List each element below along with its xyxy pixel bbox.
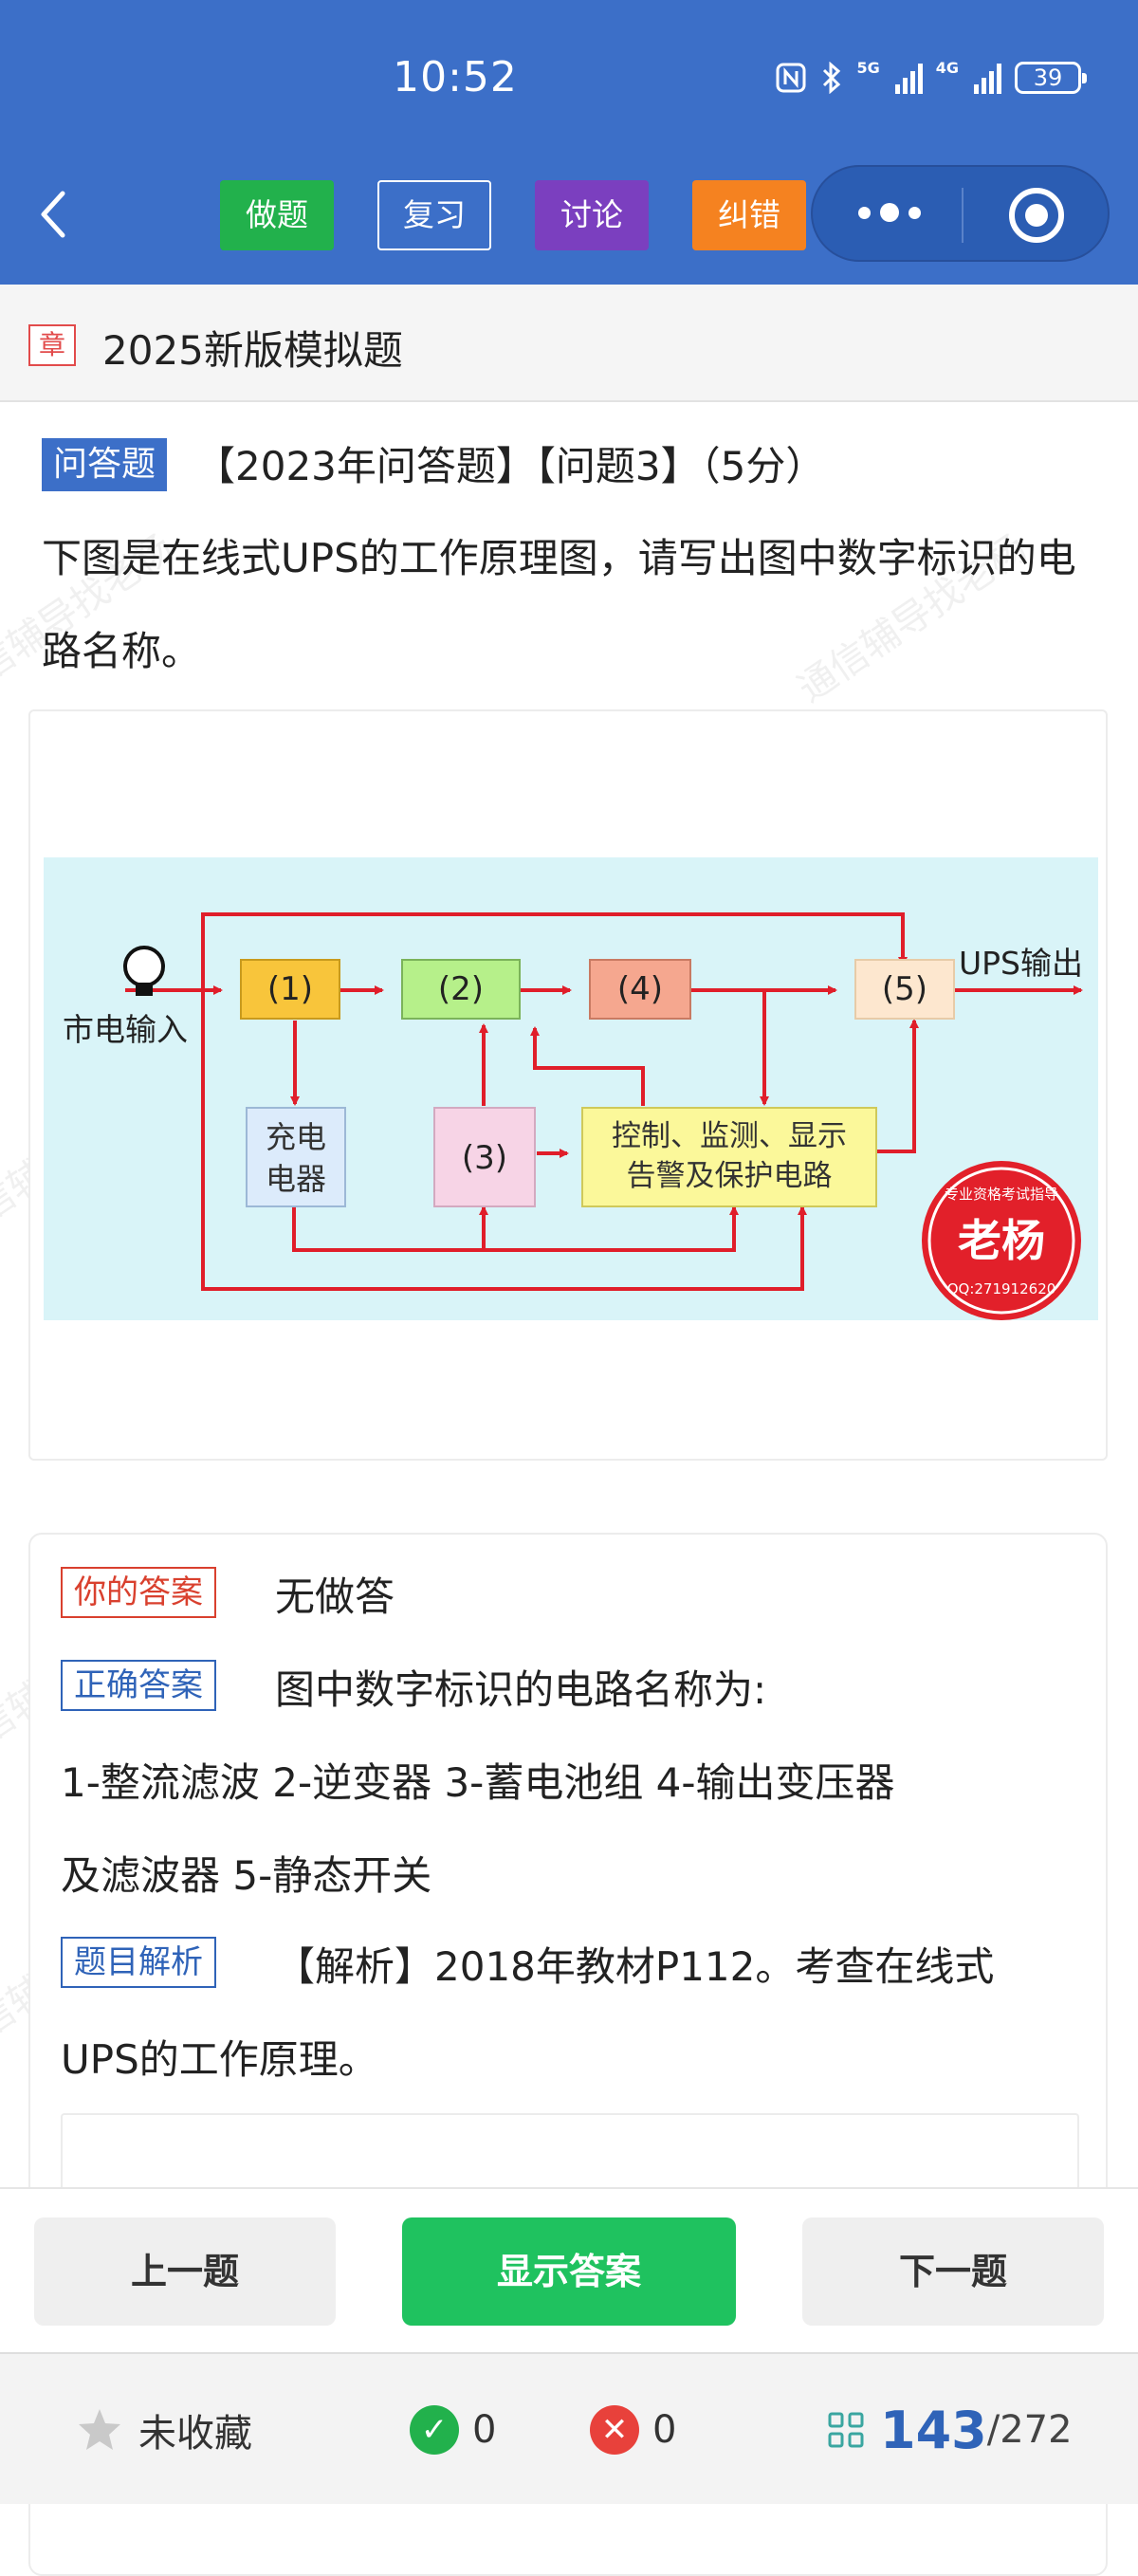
your-answer-value: 无做答 xyxy=(275,1573,395,1620)
chapter-badge: 章 xyxy=(28,324,76,366)
question-image-frame: 市电输入 UPS输出 (1) (2) (4) (5) 充电 电器 (3) 控制、… xyxy=(28,709,1108,1461)
diagram-input-label: 市电输入 xyxy=(63,1011,188,1048)
diagram-box-4-label: (4) xyxy=(617,970,663,1008)
diagram-box-2-label: (2) xyxy=(438,970,484,1008)
diagram-box-5 xyxy=(854,959,955,1020)
question-progress[interactable]: 143 /272 xyxy=(827,2400,1073,2460)
diagram-box-2 xyxy=(401,959,521,1020)
diagram-output-label: UPS输出 xyxy=(959,945,1083,982)
stamp-seal: 老杨 专业资格考试指导 QQ:271912620 xyxy=(922,1161,1081,1320)
show-answer-button[interactable]: 显示答案 xyxy=(402,2217,736,2326)
footer-bar: 未收藏 ✓ 0 ✕ 0 143 /272 xyxy=(0,2352,1138,2504)
diagram-charger-line1: 充电 xyxy=(266,1119,326,1155)
bulb-icon xyxy=(123,946,165,996)
nfc-icon xyxy=(776,63,806,93)
stamp-text: 老杨 xyxy=(958,1215,1045,1266)
correct-answer-line3: 及滤波器 5-静态开关 xyxy=(61,1852,432,1899)
analysis-line2: UPS的工作原理。 xyxy=(61,2036,378,2083)
capsule-divider xyxy=(962,188,964,243)
chapter-title: 2025新版模拟题 xyxy=(102,327,403,374)
grid-icon xyxy=(828,2412,864,2448)
diagram-box-1-label: (1) xyxy=(267,970,313,1008)
wrong-count: ✕ 0 xyxy=(590,2401,676,2458)
correct-count-value: 0 xyxy=(472,2408,497,2452)
favorite-label: 未收藏 xyxy=(138,2412,252,2456)
star-icon xyxy=(79,2409,120,2450)
diagram-box-1 xyxy=(240,959,340,1020)
network-5g-label: 5G xyxy=(856,59,880,77)
diagram-control-line1: 控制、监测、显示 xyxy=(612,1119,847,1153)
action-bar: 上一题 显示答案 下一题 xyxy=(0,2187,1138,2352)
diagram-charger-box xyxy=(246,1107,346,1207)
signal-4g-icon xyxy=(974,62,1001,94)
question-type-badge: 问答题 xyxy=(42,438,168,491)
target-circle-icon[interactable] xyxy=(1009,188,1064,243)
status-icons: 5G 4G 39 xyxy=(775,59,1087,97)
analysis-label: 题目解析 xyxy=(61,1937,216,1988)
x-circle-icon: ✕ xyxy=(590,2405,639,2455)
chapter-bar: 章 2025新版模拟题 xyxy=(0,285,1138,402)
stamp-qq-text: QQ:271912620 xyxy=(947,1280,1056,1297)
progress-current: 143 xyxy=(880,2400,987,2460)
diagram-control-line2: 告警及保护电路 xyxy=(627,1159,833,1193)
diagram-control-box xyxy=(581,1107,877,1207)
your-answer-label: 你的答案 xyxy=(61,1567,216,1618)
progress-total: /272 xyxy=(986,2408,1073,2452)
stamp-ring-text: 专业资格考试指导 xyxy=(945,1186,1058,1203)
diagram-charger-line2: 电器 xyxy=(266,1161,326,1197)
network-4g-label: 4G xyxy=(935,59,959,77)
analysis-line1: 【解析】2018年教材P112。考查在线式 xyxy=(275,1943,995,1990)
status-time: 10:52 xyxy=(393,53,518,101)
battery-icon: 39 xyxy=(1015,62,1087,94)
signal-5g-icon xyxy=(894,62,923,94)
back-button[interactable] xyxy=(34,186,72,243)
check-circle-icon: ✓ xyxy=(410,2405,459,2455)
tab-discussion[interactable]: 讨论 xyxy=(535,180,649,250)
correct-answer-line1: 图中数字标识的电路名称为: xyxy=(275,1666,767,1713)
diagram-box-5-label: (5) xyxy=(882,970,927,1008)
next-question-button[interactable]: 下一题 xyxy=(802,2217,1104,2326)
correct-answer-line2: 1-整流滤波 2-逆变器 3-蓄电池组 4-输出变压器 xyxy=(61,1759,895,1806)
ups-diagram: 市电输入 UPS输出 (1) (2) (4) (5) 充电 电器 (3) 控制、… xyxy=(44,857,1098,1320)
diagram-box-3-label: (3) xyxy=(462,1139,507,1177)
bluetooth-icon xyxy=(823,62,841,94)
more-dots-icon[interactable] xyxy=(858,203,921,222)
question-text: 下图是在线式UPS的工作原理图，请写出图中数字标识的电路名称。 xyxy=(42,535,1076,674)
tab-report-error[interactable]: 纠错 xyxy=(692,180,806,250)
correct-answer-label: 正确答案 xyxy=(61,1660,216,1711)
wrong-count-value: 0 xyxy=(652,2408,677,2452)
tab-review[interactable]: 复习 xyxy=(377,180,491,250)
top-bar: 10:52 5G 4G 39 做题 复习 讨论 纠错 xyxy=(0,0,1138,285)
prev-question-button[interactable]: 上一题 xyxy=(34,2217,336,2326)
diagram-box-3 xyxy=(433,1107,536,1207)
correct-count: ✓ 0 xyxy=(410,2401,496,2458)
diagram-box-4 xyxy=(589,959,691,1020)
favorite-toggle[interactable]: 未收藏 xyxy=(76,2401,252,2458)
tab-practice[interactable]: 做题 xyxy=(220,180,334,250)
mini-program-capsule xyxy=(811,165,1110,262)
question-meta: 【2023年问答题】【问题3】（5分） xyxy=(195,443,826,489)
